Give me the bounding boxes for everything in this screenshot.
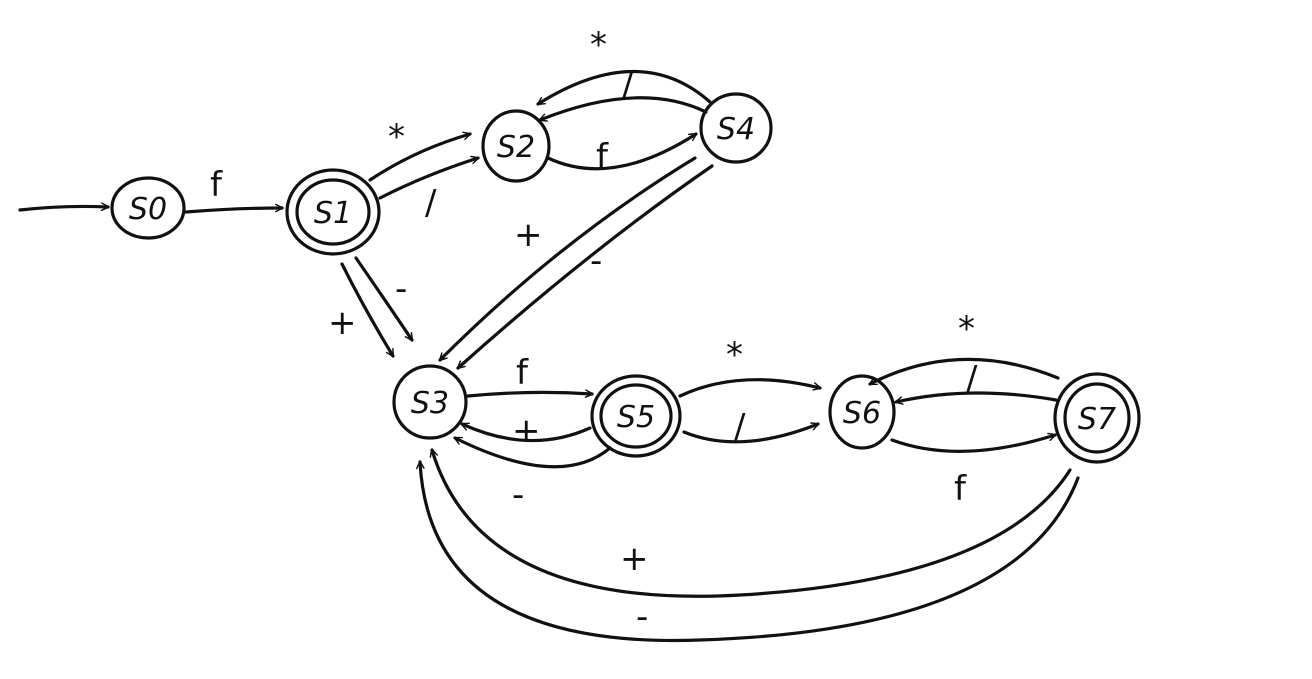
edge-s6-s7 <box>890 432 1057 453</box>
edge-s7-s3-minus <box>416 460 1080 643</box>
label-s4-s3-plus: + <box>514 215 543 255</box>
state-s6-label: S6 <box>843 396 881 431</box>
label-s5-s3-minus: - <box>512 475 524 515</box>
label-s3-s5: f <box>516 353 529 393</box>
state-s5: S5 <box>590 374 682 458</box>
edge-s4-s2-slash <box>538 96 708 122</box>
label-s1-s2-star: * <box>388 117 405 157</box>
label-s7-s3-plus: + <box>620 539 649 579</box>
state-s1-outer-circle <box>285 168 381 256</box>
edge-s7-s3-plus <box>429 448 1072 598</box>
label-s4-s2-slash: / <box>622 65 634 105</box>
state-s3: S3 <box>392 364 468 440</box>
state-s4-label: S4 <box>717 112 755 147</box>
state-s7-label: S7 <box>1078 402 1116 437</box>
state-s2: S2 <box>481 109 551 183</box>
edge-s1-s3-minus <box>354 256 414 342</box>
state-s4: S4 <box>699 92 773 164</box>
edge-s1-s2-star <box>368 131 472 182</box>
edge-labels: f * / + - f * / + - f + - * / f * / + - <box>210 25 978 637</box>
state-s6-circle <box>828 374 896 450</box>
label-s7-s6-star: * <box>958 309 975 349</box>
state-s4-circle <box>699 92 773 164</box>
edge-s4-s3-minus <box>456 164 714 370</box>
edge-s4-s3-plus <box>438 156 697 362</box>
state-s7-outer-circle <box>1053 372 1141 464</box>
label-s0-s1: f <box>210 165 223 205</box>
state-s5-outer-circle <box>590 374 682 458</box>
label-s7-s6-slash: / <box>966 359 978 399</box>
states: S0 S1 S2 S3 S4 S5 <box>110 92 1141 464</box>
state-s1-label: S1 <box>314 196 352 231</box>
edge-s1-s2-slash <box>378 155 480 200</box>
state-s3-circle <box>392 364 468 440</box>
edge-s7-s6-star <box>868 357 1060 386</box>
state-s1: S1 <box>285 168 381 256</box>
state-s1-inner-circle <box>295 178 371 246</box>
label-s5-s3-plus: + <box>512 411 541 451</box>
label-s6-s7: f <box>954 469 967 509</box>
edge-s7-s6-slash <box>894 391 1058 405</box>
edge-s4-s2-star <box>536 69 712 106</box>
label-s4-s2-star: * <box>590 25 607 65</box>
state-s7: S7 <box>1053 372 1141 464</box>
edge-s0-s1 <box>184 203 284 214</box>
edge-s3-s5 <box>466 389 594 398</box>
edge-s2-s4 <box>546 132 698 171</box>
label-s4-s3-minus: - <box>590 241 602 281</box>
state-s0: S0 <box>110 176 186 240</box>
label-s2-s4: f <box>596 137 609 177</box>
state-s2-label: S2 <box>497 130 535 165</box>
label-s1-s2-slash: / <box>425 183 437 223</box>
edge-s5-s6-slash <box>682 422 820 444</box>
state-s5-inner-circle <box>599 383 673 449</box>
label-s7-s3-minus: - <box>636 597 648 637</box>
edge-s5-s3-minus <box>453 436 612 469</box>
state-s0-label: S0 <box>129 192 167 227</box>
edges <box>18 69 1080 643</box>
state-s2-circle <box>481 109 551 183</box>
label-s5-s6-star: * <box>726 335 743 375</box>
edge-s5-s3-plus <box>460 422 592 443</box>
edge-s1-s3-plus <box>340 262 395 358</box>
start-arrow <box>18 202 110 212</box>
edge-s5-s6-star <box>678 378 822 398</box>
state-s5-label: S5 <box>617 400 655 435</box>
label-s5-s6-slash: / <box>734 407 746 447</box>
state-s3-label: S3 <box>411 386 449 421</box>
state-s7-inner-circle <box>1063 382 1131 454</box>
label-s1-s3-minus: - <box>395 269 407 309</box>
state-s0-circle <box>110 176 186 240</box>
label-s1-s3-plus: + <box>328 303 357 343</box>
state-s6: S6 <box>828 374 896 450</box>
